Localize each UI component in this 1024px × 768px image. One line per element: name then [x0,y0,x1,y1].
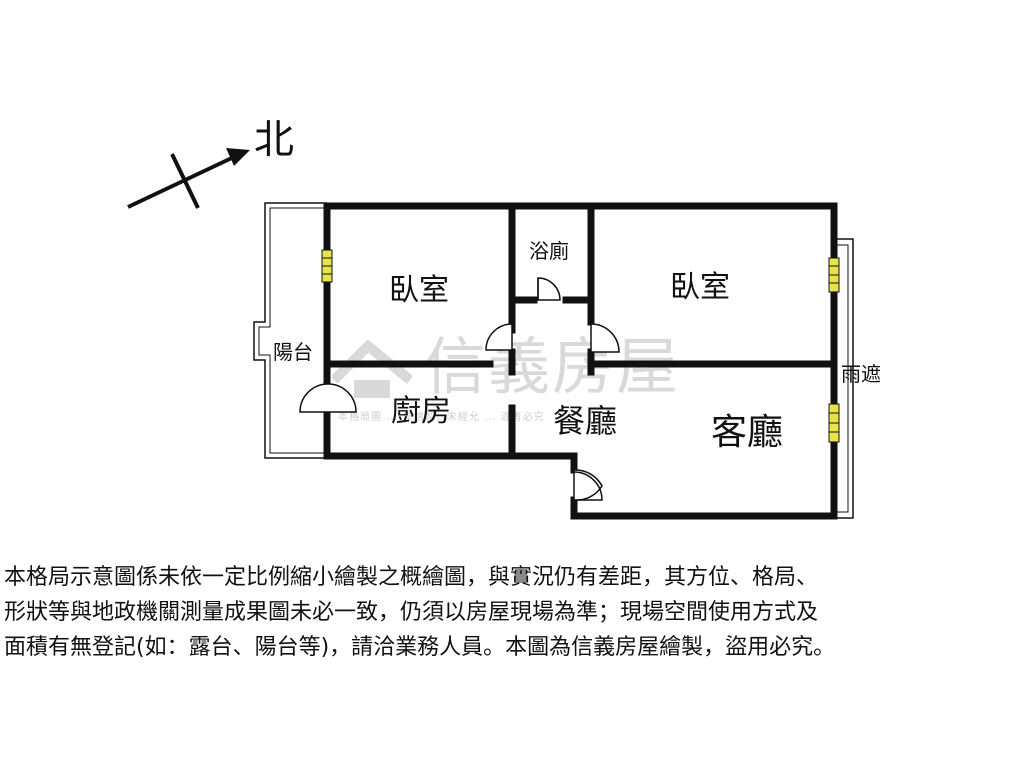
awning-outline [834,238,854,519]
room-label-bedroom-right: 臥室 [670,270,730,305]
floor-plan [127,148,854,520]
disclaimer-text: 本格局示意圖係未依一定比例縮小繪製之概繪圖，與實況仍有差距，其方位、格局、 形狀… [4,560,1020,665]
door-bathroom-icon [537,277,561,301]
door-bedroom-left-icon [485,323,513,351]
room-label-bathroom: 浴廁 [529,239,569,263]
balcony-outline [253,202,327,459]
window-bedroom-right [828,257,840,293]
disclaimer-line-3: 面積有無登記(如：露台、陽台等)，請洽業務人員。本圖為信義房屋繪製，盜用必究。 [4,635,836,660]
disclaimer-line-2: 形狀等與地政機關測量成果圖未必一致，仍須以房屋現場為準；現場空間使用方式及 [4,600,819,625]
watermark-logo-icon [332,340,412,398]
door-bedroom-right-icon [590,323,620,353]
compass-north-label: 北 [254,117,294,163]
room-label-awning: 雨遮 [841,362,881,386]
room-label-dining: 餐廳 [553,402,618,440]
window-living [828,403,840,443]
room-label-kitchen: 廚房 [391,394,451,429]
room-label-balcony: 陽台 [273,340,313,364]
room-label-living: 客廳 [711,412,784,453]
window-balcony [321,249,333,283]
room-label-bedroom-left: 臥室 [389,273,449,308]
watermark-subtext: 本格局圖 ... 屋繪製，未經允 ... 違者必究 [338,412,545,423]
disclaimer-line-1: 本格局示意圖係未依一定比例縮小繪製之概繪圖，與實況仍有差距，其方位、格局、 [4,565,819,590]
compass-arrow-icon [127,148,250,209]
door-balcony-icon [299,383,357,413]
